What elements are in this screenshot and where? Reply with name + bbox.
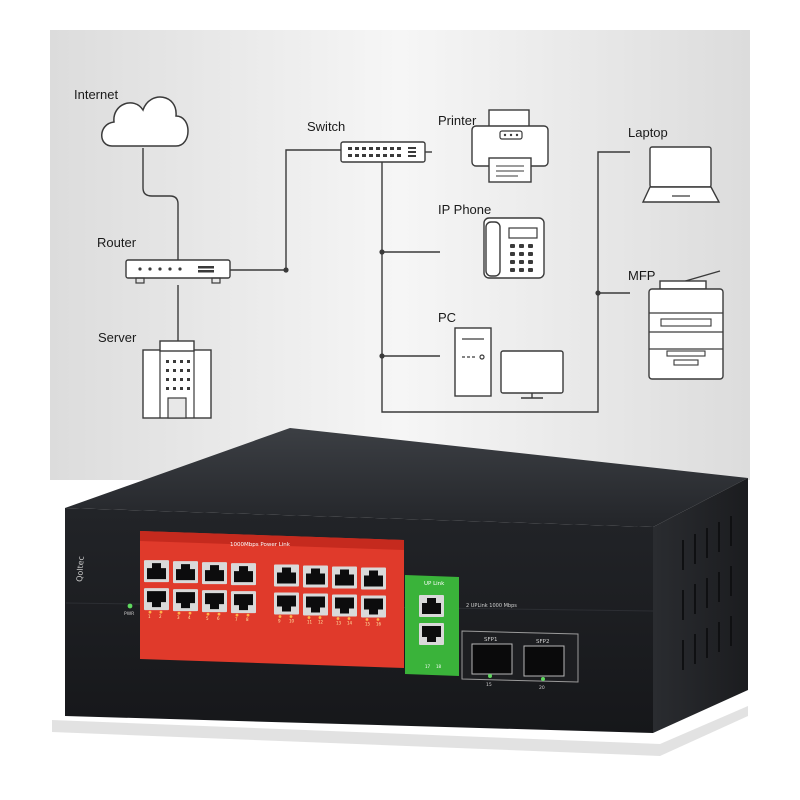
port-link-led [278,615,282,618]
port-link-led [217,612,221,616]
poe-port-grid [144,560,386,618]
label-internet: Internet [74,87,119,102]
switch-icon [340,141,432,163]
label-ip-phone: IP Phone [438,202,492,217]
port-number-label: 7 [235,617,238,622]
port-link-led [347,617,351,620]
poe-port-9[interactable] [274,564,299,587]
sfp2-led [541,677,545,681]
port-link-led [159,610,163,614]
switch-shadow [52,706,748,756]
sfp2-number: 20 [539,685,545,691]
label-mfp: MFP [628,268,656,283]
label-printer: Printer [438,113,477,128]
port-link-led [307,616,311,619]
cloud-icon [101,96,189,147]
poe-port-8[interactable] [231,591,256,614]
port-link-led [365,618,369,621]
sfp2-slot[interactable] [523,645,565,677]
poe-port-2[interactable] [144,588,169,611]
poe-port-10[interactable] [274,592,299,615]
router-icon [125,259,231,284]
port-link-led [148,610,152,614]
port-number-label: 11 [307,620,313,625]
sfp1-number: 15 [486,682,492,688]
port-number-label: 3 [177,615,180,620]
poe-speed-label: 1000Mbps Power Link [230,542,291,548]
label-pc: PC [438,310,457,325]
poe-port-16[interactable] [361,595,386,618]
port-number-label: 5 [206,616,209,621]
port-number-label: 2 [159,614,162,619]
port-number-label: 15 [365,622,371,627]
printer-icon [471,109,549,183]
poe-port-13[interactable] [332,566,357,589]
uplink-port-grid [419,595,444,645]
port-link-led [289,615,293,618]
poe-port-15[interactable] [361,567,386,590]
port-link-led [318,616,322,619]
port-number-label: 16 [376,622,382,627]
power-label: PWR [124,611,134,617]
brand-logo: Qoltec [75,556,86,582]
poe-port-5[interactable] [202,562,227,585]
port-link-led [376,618,380,621]
poe-port-12[interactable] [303,593,328,616]
sfp2-label: SFP2 [536,639,549,645]
uplink-number-label: 18 [436,664,442,669]
port-number-label: 4 [188,615,191,620]
port-link-led [235,613,239,617]
laptop-icon [641,146,721,203]
side-vents [682,516,732,670]
poe-label-strip [140,531,404,550]
port-number-label: 12 [318,620,324,625]
power-led [127,603,133,609]
mfp-icon [648,270,724,380]
ip-phone-icon [483,217,545,279]
port-number-label: 10 [289,619,295,624]
port-number-label: 14 [347,621,353,626]
port-link-led [206,612,210,616]
poe-port-6[interactable] [202,590,227,613]
connection-junctions [283,249,601,359]
poe-port-4[interactable] [173,589,198,612]
label-server: Server [98,330,137,345]
sfp1-led [488,674,492,678]
switch-top-panel [65,428,748,527]
poe-port-1[interactable] [144,560,169,583]
uplink-tag: UP Link [424,581,445,587]
uplink-number-label: 17 [425,664,431,669]
uplink-port-17[interactable] [419,595,444,617]
label-router: Router [97,235,137,250]
port-number-label: 9 [278,619,281,624]
port-number-label: 13 [336,621,342,626]
server-icon [142,340,212,419]
connection-lines [142,148,630,413]
sfp1-slot[interactable] [471,643,513,675]
port-number-label: 1 [148,614,151,619]
uplink-caption: 2 UPLink 1000 Mbps [466,603,517,609]
uplink-port-18[interactable] [419,623,444,645]
label-laptop: Laptop [628,125,668,140]
port-number-label: 6 [217,616,220,621]
pc-tower-icon [454,327,492,397]
port-link-led [177,611,181,615]
poe-port-3[interactable] [173,561,198,584]
port-link-led [336,617,340,620]
poe-port-14[interactable] [332,594,357,617]
sfp1-label: SFP1 [484,637,497,643]
poe-port-7[interactable] [231,563,256,586]
port-link-led [188,611,192,615]
port-link-led [246,613,250,617]
label-switch: Switch [307,119,346,134]
poe-port-11[interactable] [303,565,328,588]
monitor-icon [500,350,564,399]
port-number-label: 8 [246,617,249,622]
switch-side-panel [653,478,748,733]
